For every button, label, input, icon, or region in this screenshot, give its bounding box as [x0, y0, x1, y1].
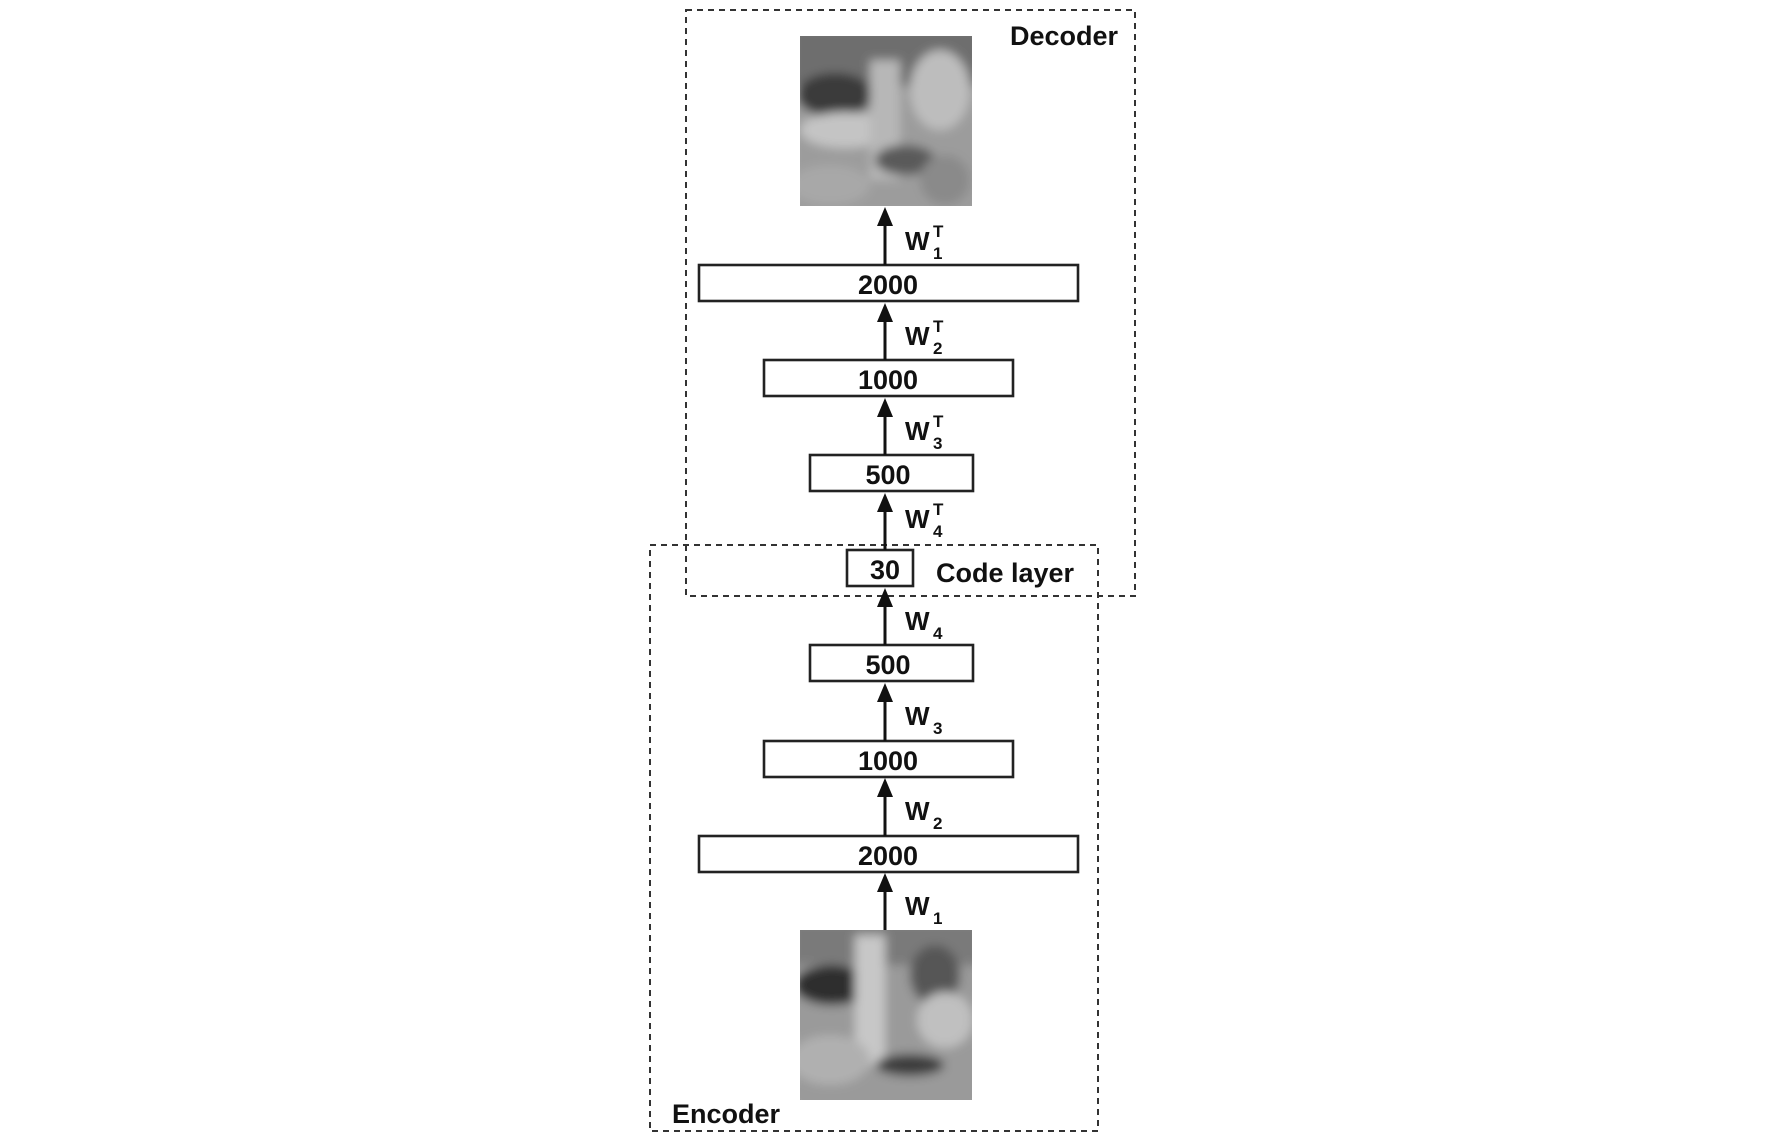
svg-text:1: 1	[933, 244, 942, 263]
decoder-layer-1000-label: 1000	[858, 365, 918, 395]
weight-label-w3t: W T 3	[905, 412, 944, 453]
arrow-w2	[877, 778, 893, 836]
weight-label-w4: W 4	[905, 606, 943, 643]
svg-text:W: W	[905, 504, 930, 534]
svg-text:3: 3	[933, 434, 942, 453]
weight-label-w3: W 3	[905, 701, 942, 738]
svg-text:3: 3	[933, 719, 942, 738]
svg-text:4: 4	[933, 624, 943, 643]
arrow-w4t	[877, 493, 893, 550]
encoder-layer-1000-label: 1000	[858, 746, 918, 776]
svg-text:W: W	[905, 226, 930, 256]
code-layer-label: Code layer	[936, 558, 1075, 588]
weight-label-w1: W 1	[905, 891, 942, 928]
svg-text:W: W	[905, 606, 930, 636]
weight-label-w1t: W T 1	[905, 222, 944, 263]
decoder-layer-2000-box	[697, 263, 1080, 303]
weight-label-w4t: W T 4	[905, 500, 944, 541]
svg-text:W: W	[905, 891, 930, 921]
decoder-box	[685, 9, 1136, 597]
encoder-layer-1000-box	[762, 739, 1015, 779]
decoder-layer-500-label: 500	[865, 460, 910, 490]
decoder-layer-500-box	[808, 453, 975, 493]
arrow-w2t	[877, 303, 893, 360]
decoder-label: Decoder	[1010, 21, 1119, 51]
weight-label-w2: W 2	[905, 796, 942, 833]
svg-text:W: W	[905, 416, 930, 446]
encoder-label: Encoder	[672, 1099, 781, 1129]
weight-label-w2t: W T 2	[905, 317, 944, 358]
decoder-layer-1000-box	[762, 358, 1015, 398]
svg-text:2: 2	[933, 814, 942, 833]
code-layer-size-label: 30	[870, 555, 900, 585]
encoder-layer-500-box	[808, 643, 975, 683]
svg-text:2: 2	[933, 339, 942, 358]
encoder-box	[649, 544, 1099, 1132]
svg-text:1: 1	[933, 909, 942, 928]
encoder-layer-2000-box	[697, 834, 1080, 874]
svg-text:T: T	[933, 500, 944, 519]
encoder-layer-500-label: 500	[865, 650, 910, 680]
decoder-layer-2000-label: 2000	[858, 270, 918, 300]
svg-text:W: W	[905, 796, 930, 826]
code-layer-box	[845, 548, 915, 588]
svg-text:T: T	[933, 412, 944, 431]
svg-text:T: T	[933, 317, 944, 336]
encoder-layer-2000-label: 2000	[858, 841, 918, 871]
svg-text:W: W	[905, 321, 930, 351]
svg-text:4: 4	[933, 522, 943, 541]
arrow-w1t	[877, 207, 893, 265]
reconstructed-face-image	[800, 36, 972, 206]
svg-text:W: W	[905, 701, 930, 731]
arrow-w4	[877, 588, 893, 645]
arrow-w3t	[877, 398, 893, 455]
arrow-w3	[877, 683, 893, 741]
input-face-image	[800, 930, 972, 1100]
arrow-w1	[877, 873, 893, 930]
svg-text:T: T	[933, 222, 944, 241]
